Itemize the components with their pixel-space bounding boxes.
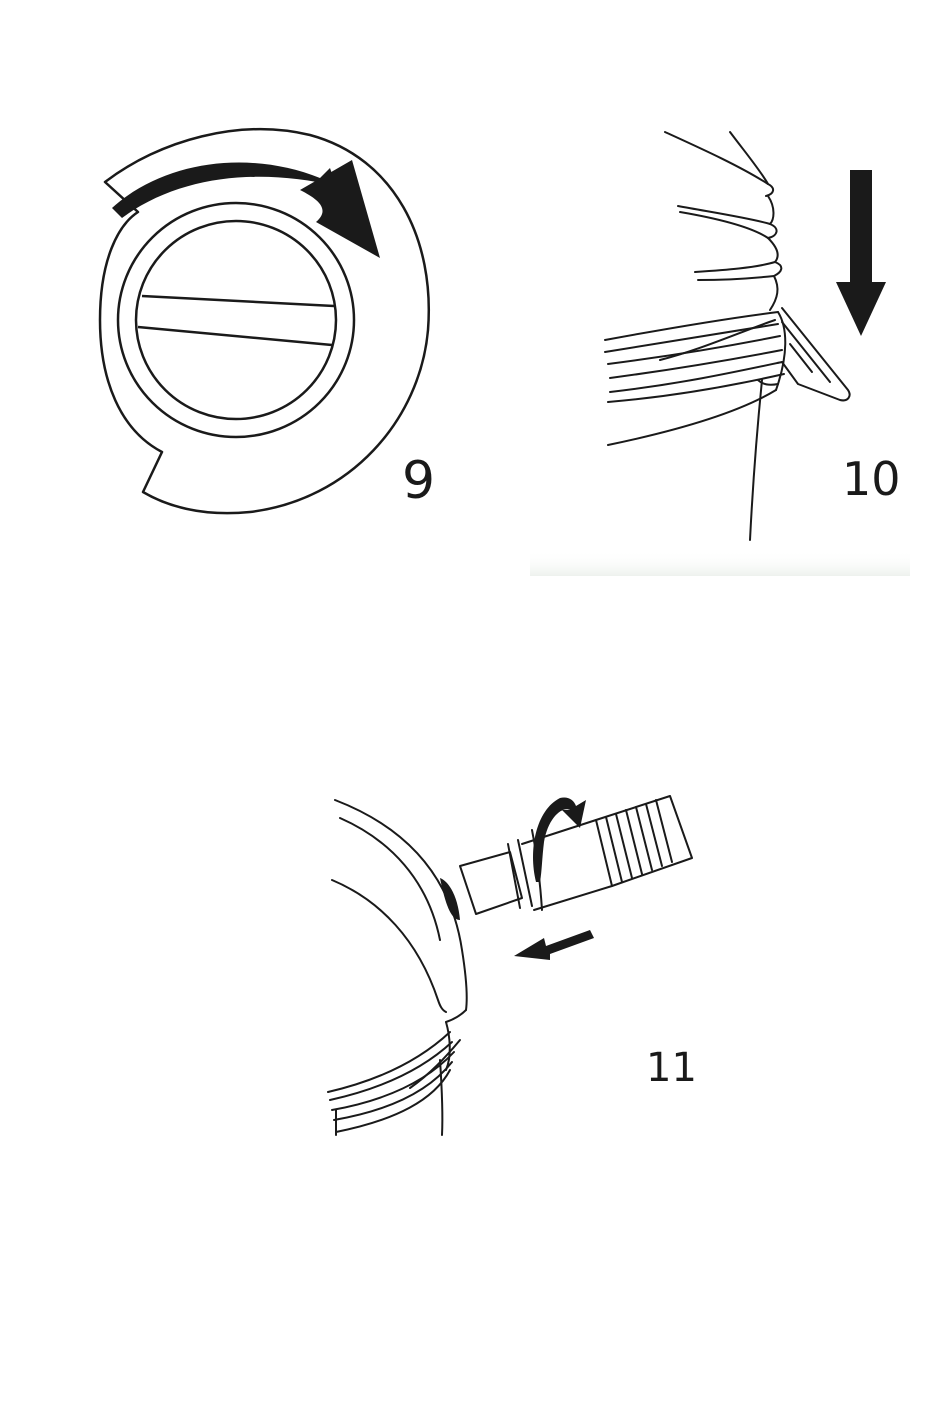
step-number-11: 11 [646,1048,697,1088]
step-10-figure [530,100,930,580]
step-number-9: 9 [402,455,435,507]
inlet-opening [440,878,460,920]
cap-slot-top [142,296,334,306]
cap-outer-ring [118,203,354,437]
scan-fade [530,550,910,576]
step-9-figure [0,0,470,560]
cap-slot-bottom [138,327,332,345]
rotate-clockwise-arrow-icon [112,160,380,258]
hose-connection-illustration [300,770,720,1150]
cap-rotation-illustration [0,0,470,560]
push-down-arrow-icon [836,170,886,336]
unit-housing [335,800,467,1010]
step-11-figure [300,770,720,1150]
cap-inner-ring [136,221,336,419]
twist-arrow-icon [533,797,586,882]
insert-left-arrow-icon [514,930,594,960]
step-number-10: 10 [842,456,901,502]
bag-clamp-illustration [530,100,930,580]
